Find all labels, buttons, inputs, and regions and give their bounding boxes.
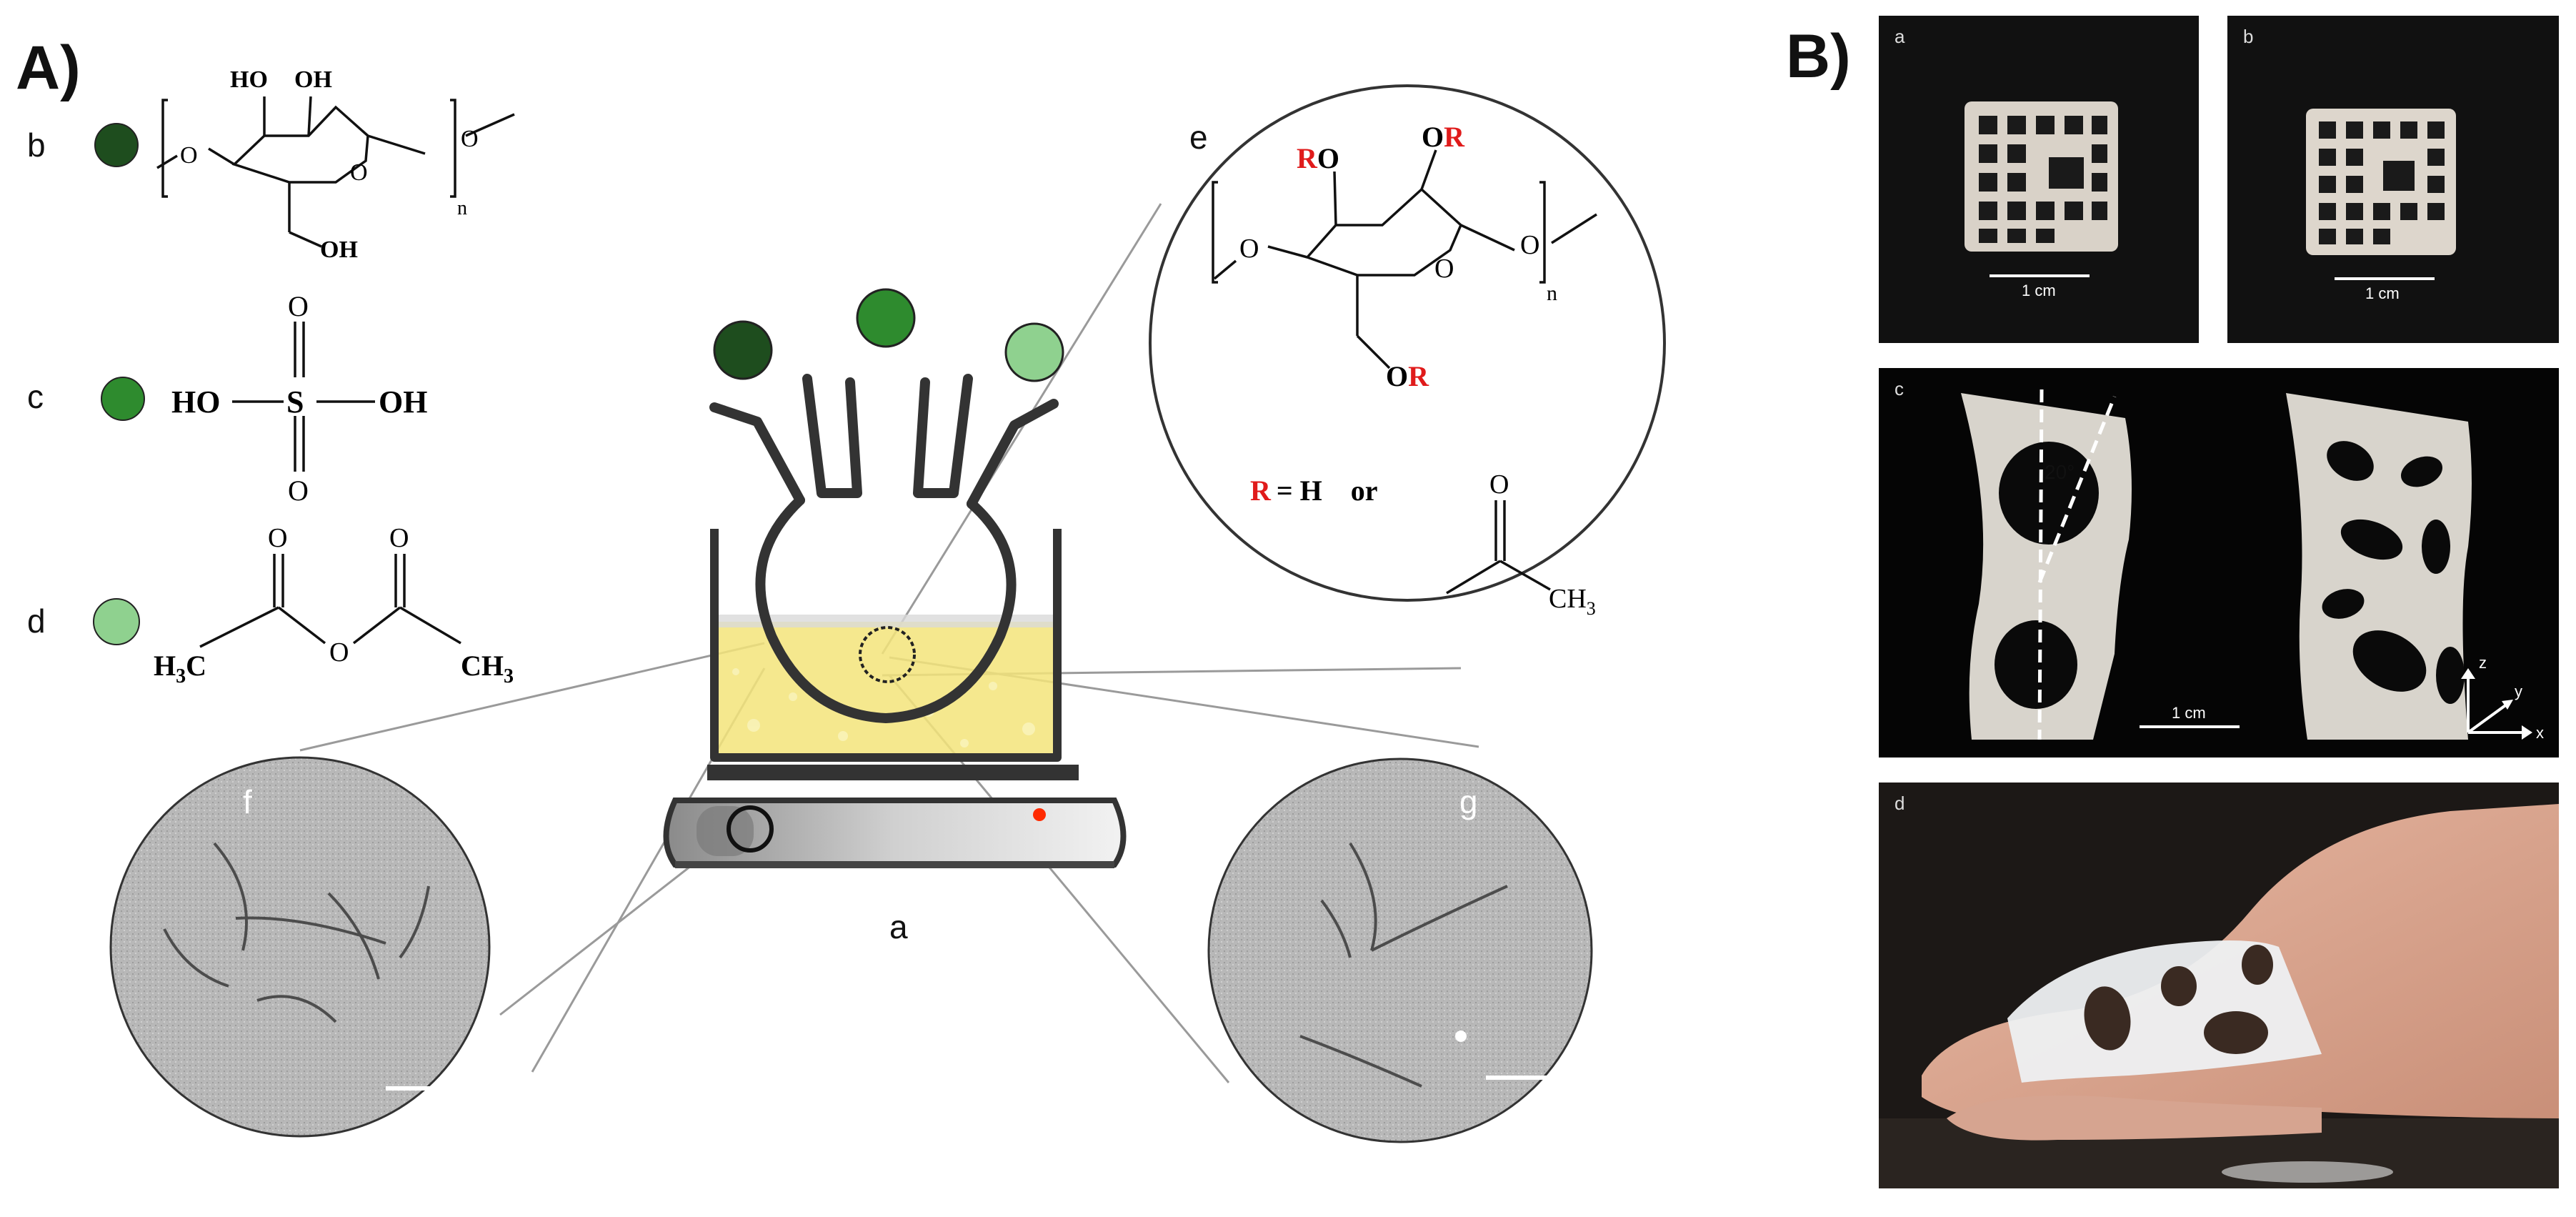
cellulose-oh-bottom: OH xyxy=(320,237,358,263)
photo-c-angle: 20° xyxy=(2045,461,2075,483)
sub-label-f: f xyxy=(243,783,252,820)
anhydride-o-left: O xyxy=(268,523,287,553)
sulfuric-oh: OH xyxy=(379,384,427,419)
axis-z-label: z xyxy=(2479,654,2487,672)
sulfuric-s: S xyxy=(286,384,304,419)
drop-sulfuric xyxy=(856,288,916,348)
panel-b-label: B) xyxy=(1786,22,1851,91)
cellulose-oh-top: OH xyxy=(294,66,332,93)
mod-ro: RO xyxy=(1297,142,1339,174)
anhydride-o-mid: O xyxy=(329,637,349,667)
sub-label-a: a xyxy=(889,908,908,945)
anhydride-o-right: O xyxy=(389,523,409,553)
photo-splint-on-finger-d: d xyxy=(1879,783,2559,1188)
reagent-dot-cellulose xyxy=(94,123,139,167)
scaffold-grid-a xyxy=(1965,101,2118,277)
cellulose-o-right: O xyxy=(461,126,479,152)
cellulose-structure: O HO OH O n O OH xyxy=(156,66,515,263)
sub-label-c: c xyxy=(27,378,44,415)
sub-label-g: g xyxy=(1459,783,1478,820)
sulfuric-ho: HO xyxy=(171,384,220,419)
mod-n: n xyxy=(1547,282,1557,305)
tem-image-f xyxy=(109,756,491,1138)
photo-b-scale: 1 cm xyxy=(2365,284,2400,302)
reagent-dots xyxy=(93,123,145,645)
photo-b-label: b xyxy=(2243,26,2254,47)
photo-c-scale: 1 cm xyxy=(2172,704,2206,722)
photo-a-label: a xyxy=(1894,26,1905,47)
axis-x-label: x xyxy=(2536,724,2544,742)
photo-c-label: c xyxy=(1894,378,1904,399)
reagent-dot-anhydride xyxy=(93,598,140,645)
anhydride-h3c: H3C xyxy=(154,650,206,687)
photo-d-label: d xyxy=(1894,793,1905,814)
cellulose-n: n xyxy=(457,197,467,219)
sulfuric-o-bottom: O xyxy=(288,475,309,507)
hand-illustration xyxy=(1879,804,2559,1188)
mod-o-ring: O xyxy=(1434,254,1454,284)
cellulose-ho: HO xyxy=(230,66,268,93)
tem-image-g xyxy=(1207,757,1593,1143)
reaction-apparatus xyxy=(109,203,1593,1143)
photo-splint-c: c 20° 1 cm z y x xyxy=(1879,368,2559,757)
sub-label-b: b xyxy=(27,126,46,164)
mod-or-bottom: OR xyxy=(1386,360,1429,392)
mod-or-top: OR xyxy=(1422,121,1465,153)
photo-scaffold-a: a 1 cm xyxy=(1879,16,2199,343)
photo-a-scale: 1 cm xyxy=(2022,282,2056,299)
panel-a-label: A) xyxy=(16,34,81,102)
heat-indicator xyxy=(1033,808,1046,821)
photo-scaffold-b: b 1 cm xyxy=(2227,16,2559,343)
mod-acetyl-o: O xyxy=(1489,470,1509,500)
sub-label-d: d xyxy=(27,602,46,640)
mod-o-left: O xyxy=(1239,234,1259,264)
sulfuric-o-top: O xyxy=(288,290,309,322)
stir-knob xyxy=(727,805,774,853)
sub-label-e: e xyxy=(1189,119,1208,156)
drop-cellulose xyxy=(713,320,773,380)
axis-y-label: y xyxy=(2515,682,2522,700)
mod-o-right: O xyxy=(1520,230,1539,260)
sulfuric-acid-structure: HO S OH O O xyxy=(171,290,427,507)
cellulose-o-left: O xyxy=(180,142,198,169)
reagent-dot-sulfuric xyxy=(101,377,145,421)
acetic-anhydride-structure: O O O H3C CH3 xyxy=(154,523,514,687)
splint-models xyxy=(1961,389,2532,740)
scaffold-grid-b xyxy=(2306,109,2456,280)
anhydride-ch3: CH3 xyxy=(461,650,514,687)
cellulose-o-ring: O xyxy=(350,159,368,186)
drop-anhydride xyxy=(1004,322,1064,382)
mod-acetyl-ch3: CH3 xyxy=(1549,584,1596,619)
